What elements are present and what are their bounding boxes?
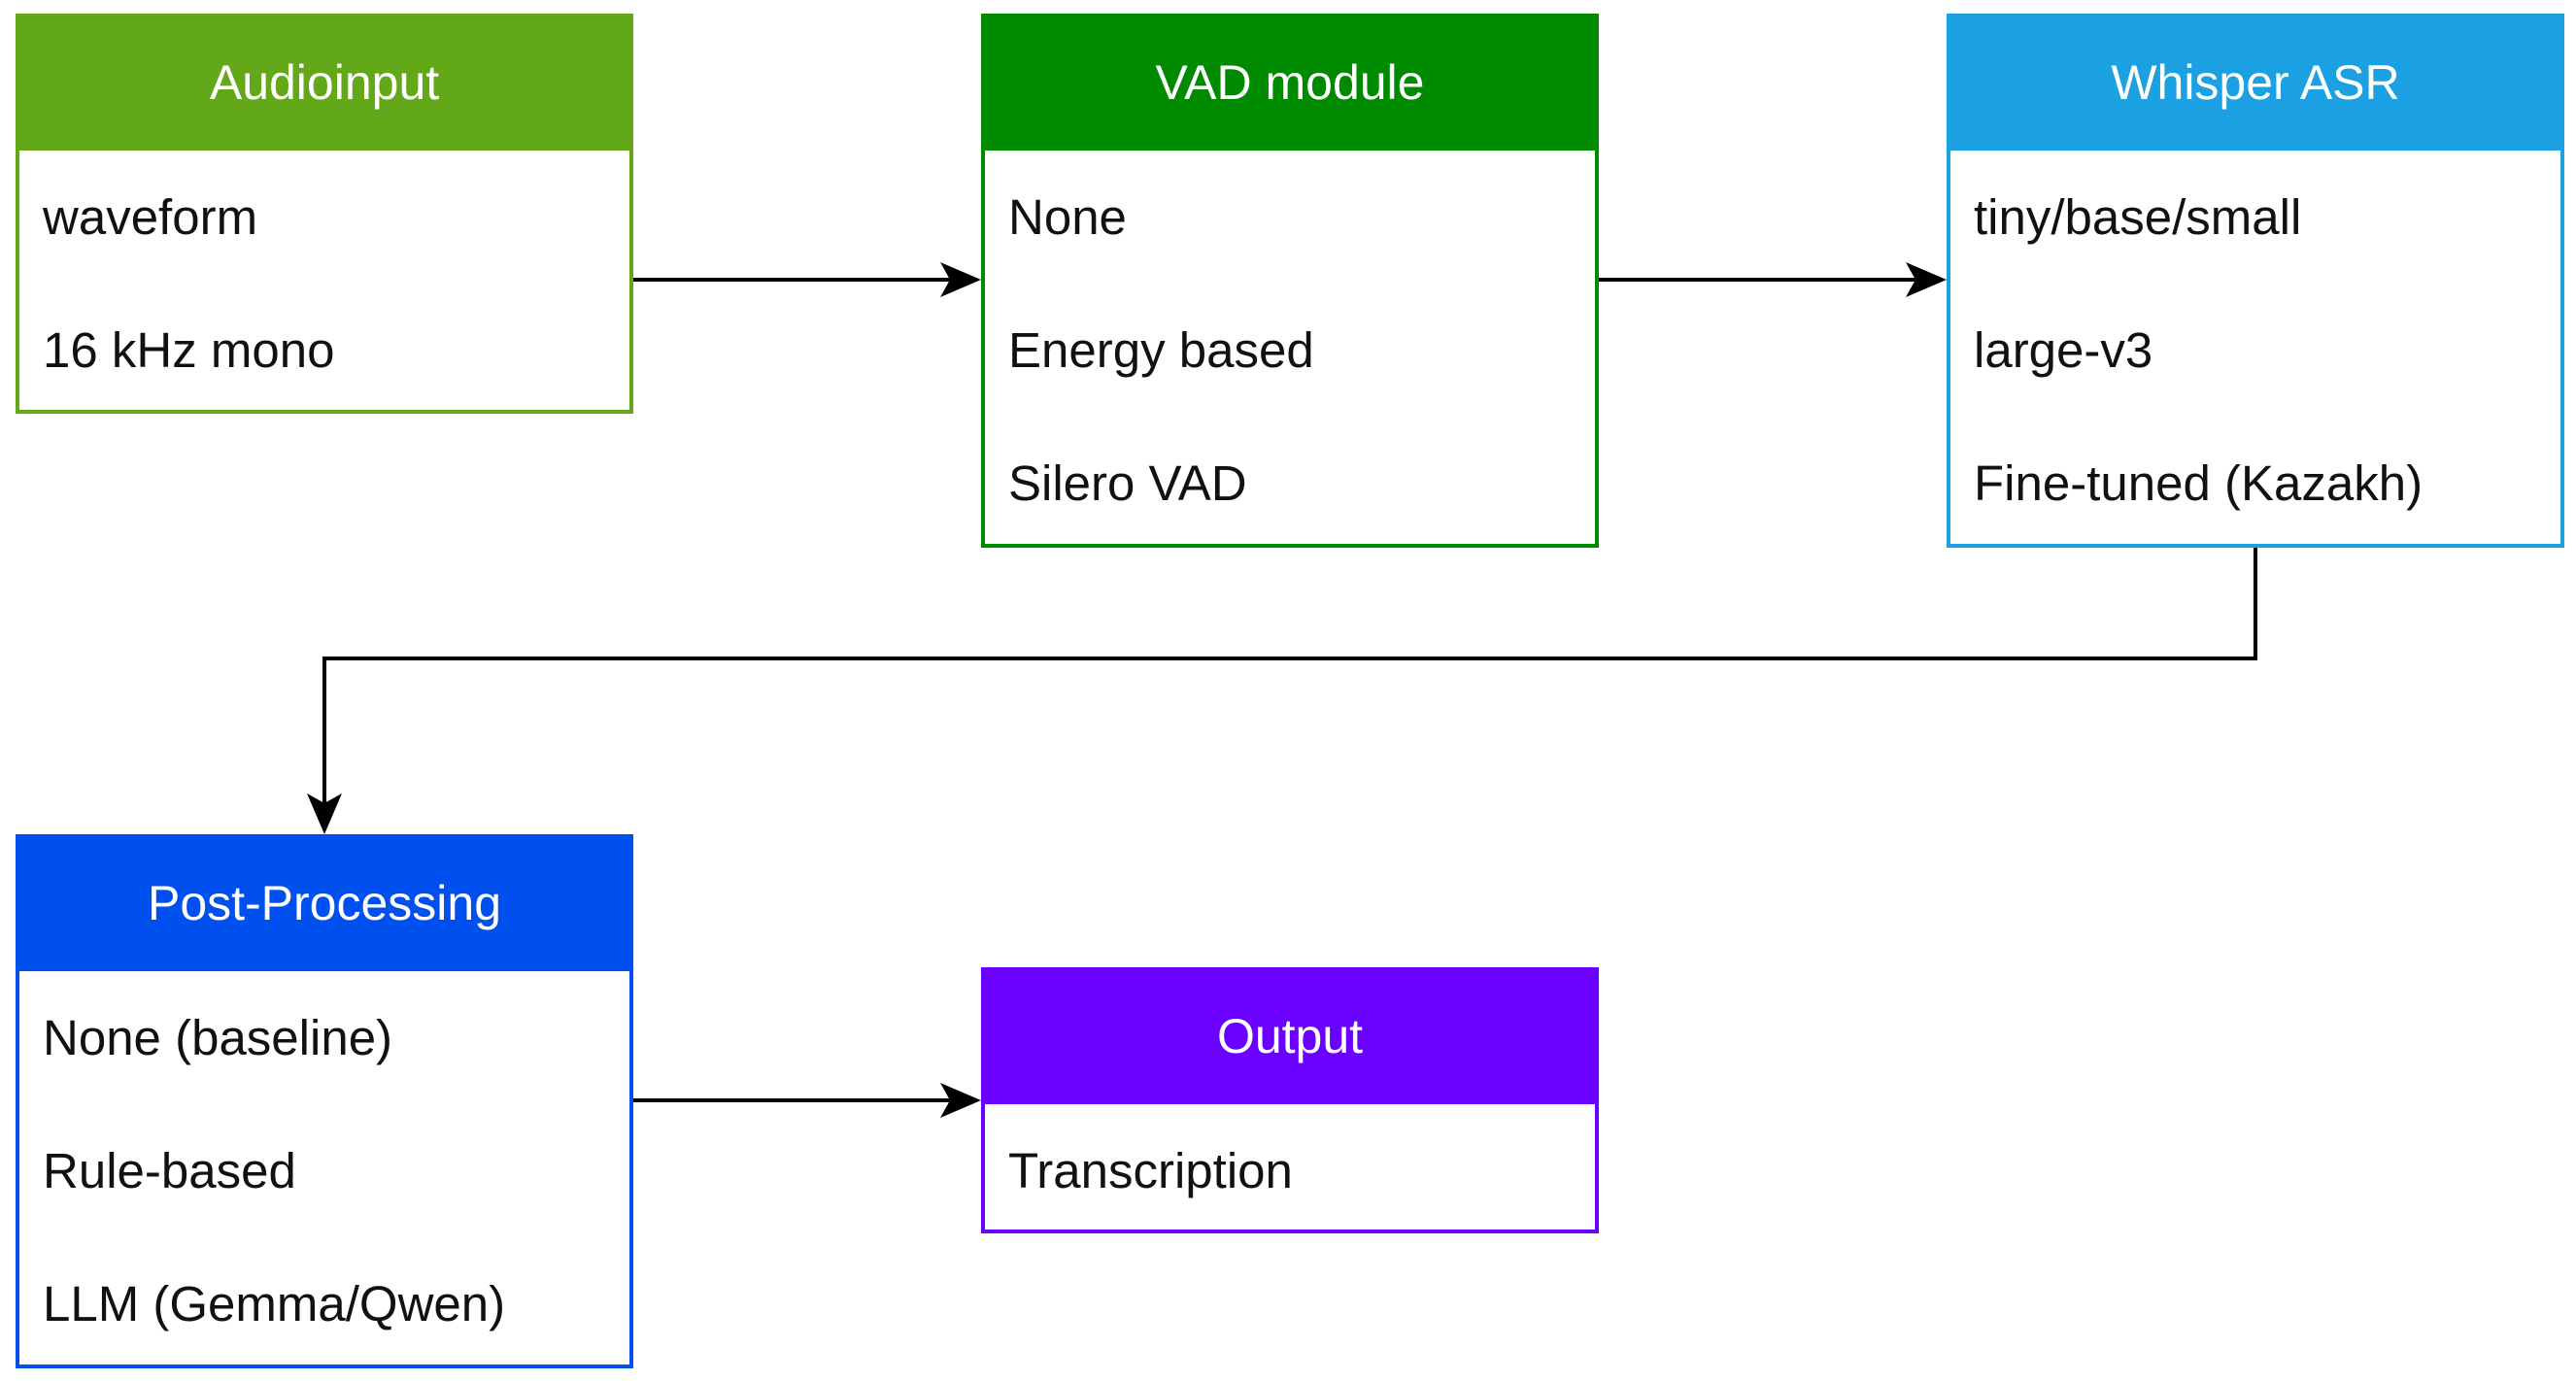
post-processing-item: LLM (Gemma/Qwen) [43, 1276, 506, 1331]
post-processing-item: None (baseline) [43, 1010, 393, 1065]
output-item: Transcription [1008, 1143, 1293, 1198]
audio-input-item: 16 kHz mono [43, 322, 335, 378]
whisper-asr-item: Fine-tuned (Kazakh) [1974, 455, 2423, 511]
arrow-audio-to-vad [633, 262, 981, 297]
output-box: Output Transcription [981, 967, 1599, 1233]
post-processing-item: Rule-based [43, 1143, 296, 1198]
whisper-asr-title: Whisper ASR [1950, 17, 2560, 151]
vad-module-item: None [1008, 189, 1127, 245]
post-processing-title: Post-Processing [19, 838, 629, 971]
whisper-asr-item: large-v3 [1974, 322, 2153, 378]
whisper-asr-box: Whisper ASR tiny/base/small large-v3 Fin… [1947, 14, 2564, 548]
audio-input-item: waveform [43, 189, 258, 245]
vad-module-box: VAD module None Energy based Silero VAD [981, 14, 1599, 548]
arrow-vad-to-asr [1599, 262, 1947, 297]
vad-module-item: Energy based [1008, 322, 1314, 378]
audio-input-title: Audioinput [19, 17, 629, 151]
vad-module-item: Silero VAD [1008, 455, 1247, 511]
audio-input-box: Audioinput waveform 16 kHz mono [16, 14, 633, 414]
arrow-post-processing-to-output [633, 1083, 981, 1118]
whisper-asr-item: tiny/base/small [1974, 189, 2302, 245]
arrow-asr-to-post-processing [307, 548, 2257, 834]
output-title: Output [985, 971, 1595, 1104]
post-processing-box: Post-Processing None (baseline) Rule-bas… [16, 834, 633, 1368]
vad-module-title: VAD module [985, 17, 1595, 151]
